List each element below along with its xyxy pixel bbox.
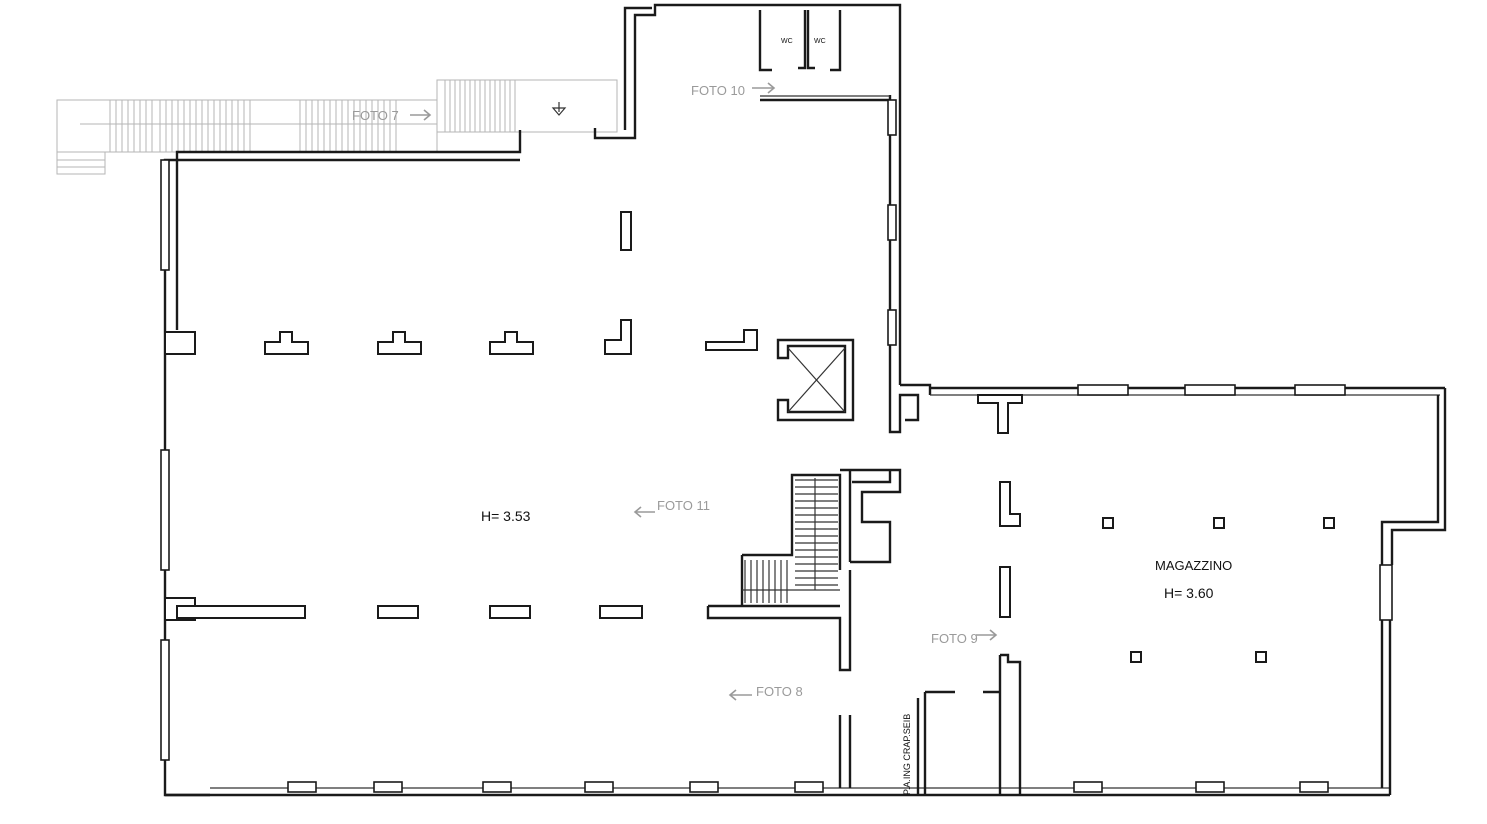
- magazzino-interior: [838, 394, 1335, 795]
- elevator: [776, 338, 855, 422]
- entrance-arrow-icon: [551, 102, 567, 116]
- wc-label-2: WC: [814, 38, 826, 45]
- foto-10-label: FOTO 10: [691, 83, 745, 98]
- internal-staircase: [740, 473, 842, 606]
- side-vertical-label: P.A.ING CRAP.SEIB: [902, 714, 912, 795]
- window: [287, 781, 317, 793]
- magazzino-height: H= 3.60: [1164, 585, 1214, 601]
- photo-marker-9: FOTO 9: [931, 629, 998, 646]
- window: [1299, 781, 1329, 793]
- window: [689, 781, 719, 793]
- photo-marker-7: FOTO 7: [352, 108, 432, 123]
- window: [1184, 384, 1236, 396]
- window: [794, 781, 824, 793]
- service-shaft: [840, 468, 902, 564]
- foto-7-label: FOTO 7: [352, 108, 399, 123]
- window: [1077, 384, 1129, 396]
- window: [1073, 781, 1103, 793]
- annex-right-openings: [887, 99, 1393, 621]
- window: [584, 781, 614, 793]
- pillar-row-upper: [264, 211, 758, 355]
- wc-block: WC WC: [758, 10, 890, 102]
- stair-steps: [109, 80, 516, 152]
- window: [373, 781, 403, 793]
- inner-steps: [744, 479, 838, 603]
- wc-label-1: WC: [781, 38, 793, 45]
- bottom-windows: [287, 781, 1329, 793]
- main-room-height: H= 3.53: [481, 508, 531, 524]
- foto-8-label: FOTO 8: [756, 684, 803, 699]
- partition-lower: [176, 570, 852, 672]
- window: [482, 781, 512, 793]
- window: [1294, 384, 1346, 396]
- external-staircase: [56, 79, 618, 175]
- photo-marker-11: FOTO 11: [633, 498, 710, 518]
- foto-11-label: FOTO 11: [657, 498, 710, 513]
- window: [1195, 781, 1225, 793]
- foto-9-label: FOTO 9: [931, 631, 978, 646]
- magazzino-label: MAGAZZINO: [1155, 558, 1232, 573]
- photo-marker-8: FOTO 8: [728, 684, 803, 701]
- magazzino-top-windows: [1077, 384, 1346, 396]
- photo-marker-10: FOTO 10: [691, 82, 776, 98]
